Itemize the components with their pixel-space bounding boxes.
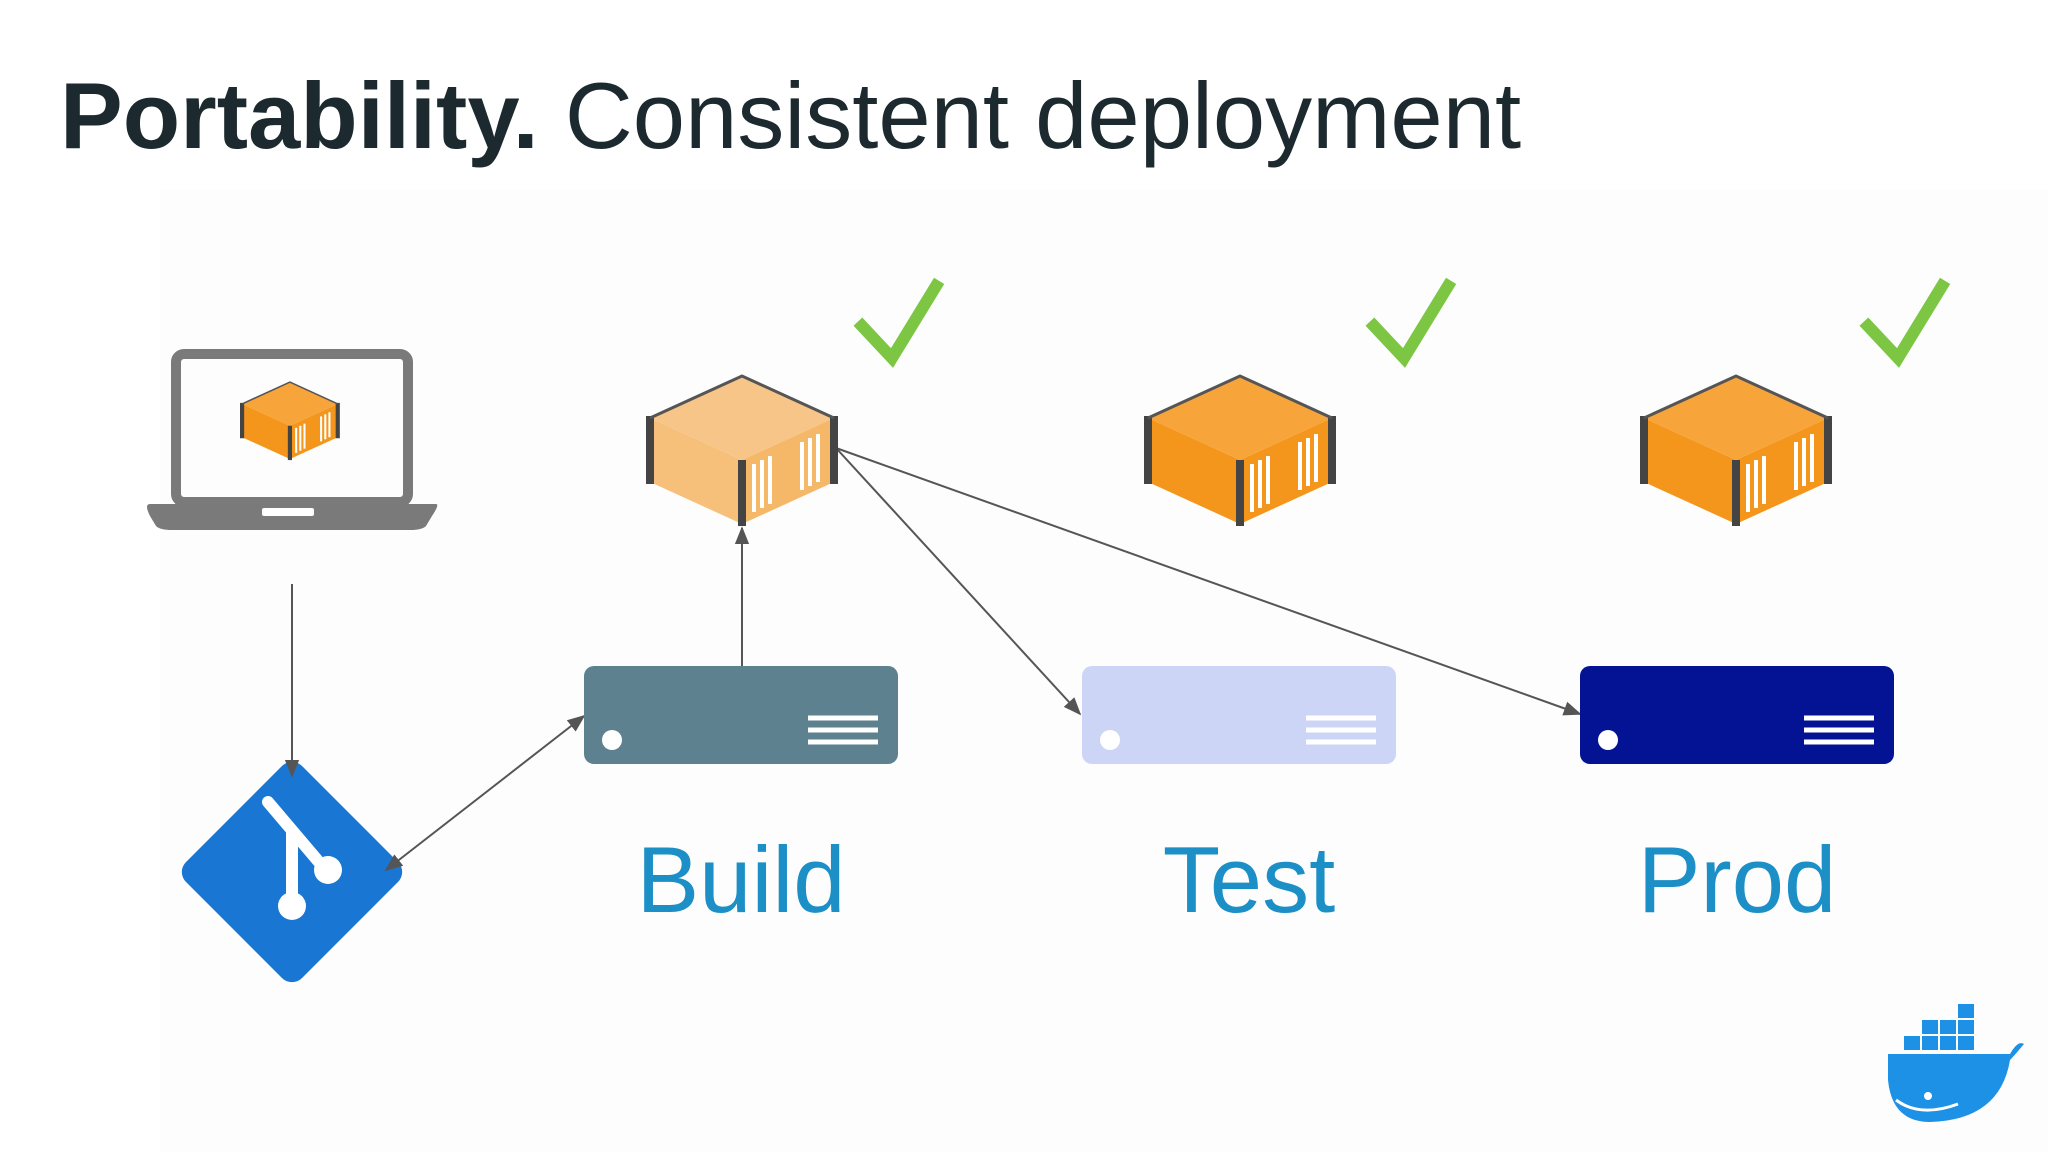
stage-label-build: Build [636,827,846,932]
build-checkmark-icon [862,286,936,358]
title-bold: Portability. [60,63,539,168]
laptop-icon [147,349,438,530]
test-checkmark-icon [1374,286,1448,358]
prod-container-icon [1638,374,1834,528]
build-container-icon [644,374,840,528]
git-branch-glyph [262,796,342,920]
test-container-icon [1142,374,1338,528]
docker-whale-icon [1888,1004,2024,1122]
test-server-icon [1082,666,1396,764]
slide-title: Portability. Consistent deployment [60,64,1521,167]
stage-label-test: Test [1162,827,1336,932]
title-rest: Consistent deployment [564,63,1522,168]
stage-label-prod: Prod [1637,827,1837,932]
prod-checkmark-icon [1868,286,1942,358]
flow-arrows [284,447,1582,872]
laptop-container-icon [238,381,341,462]
prod-server-icon [1580,666,1894,764]
build-server-icon [584,666,898,764]
